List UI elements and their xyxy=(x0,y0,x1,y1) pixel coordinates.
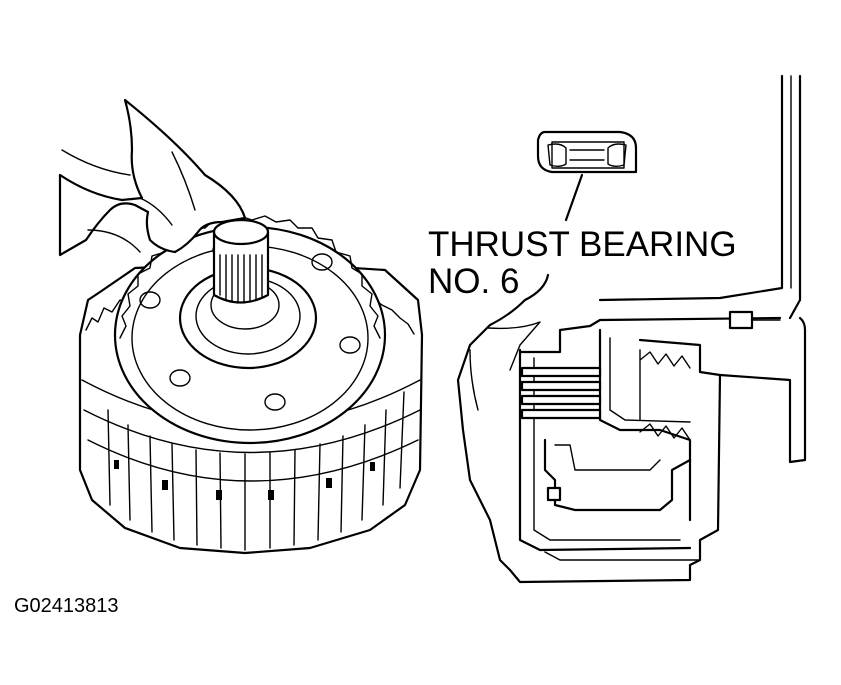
splined-shaft xyxy=(212,218,270,304)
callout-label-line2: NO. 6 xyxy=(428,262,519,301)
drum-holes xyxy=(114,460,375,500)
leader-line xyxy=(564,173,584,222)
technician-hand xyxy=(58,98,247,257)
clutch-plates xyxy=(520,366,602,420)
thrust-bearing-no6 xyxy=(536,130,638,174)
return-spring-lower xyxy=(639,423,691,441)
drum-spline-slots xyxy=(107,391,405,551)
bearing-location xyxy=(728,310,754,330)
figure-id: G02413813 xyxy=(14,595,119,617)
return-spring-upper xyxy=(639,351,691,369)
clutch-drum-assembly xyxy=(78,215,424,555)
transmission-cross-section xyxy=(456,74,807,584)
case-profile xyxy=(456,273,807,584)
hand-outline xyxy=(58,98,247,257)
output-shaft xyxy=(598,74,784,302)
callout-label-line1: THRUST BEARING xyxy=(428,225,737,264)
